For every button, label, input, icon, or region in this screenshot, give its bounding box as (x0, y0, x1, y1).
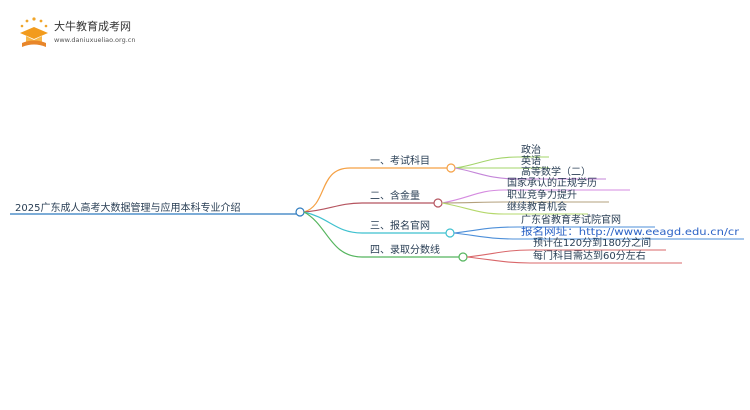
leaf-label: 政治 (521, 143, 541, 156)
leaf-label: 预计在120分到180分之间 (533, 236, 651, 249)
graduation-cap-book-icon (20, 17, 48, 47)
leaf-connector (441, 201, 505, 204)
logo: 大牛教育成考网 www.daniuxueliao.org.cn (16, 16, 156, 50)
branch-connector-1 (303, 167, 351, 213)
leaf-label: 继续教育机会 (507, 200, 567, 213)
leaf-connector (453, 232, 519, 240)
root-node (295, 207, 305, 217)
branch-node-2 (433, 198, 443, 208)
leaf-connector (454, 156, 519, 169)
branch-node-1 (446, 163, 456, 173)
leaf-connector (441, 202, 505, 215)
logo-subtitle: www.daniuxueliao.org.cn (54, 36, 136, 44)
leaf-connector (454, 167, 519, 180)
branch-label-2: 二、含金量 (370, 189, 420, 202)
leaf-label: 高等数学（二） (521, 165, 591, 178)
branch-label-4: 四、录取分数线 (370, 243, 440, 256)
leaf-connector (466, 249, 531, 258)
branch-label-1: 一、考试科目 (370, 154, 430, 167)
branch-connector-4 (303, 211, 363, 258)
leaf-label: 报名网址：http://www.eeagd.edu.cn/cr (521, 225, 740, 238)
leaf-label: 国家承认的正规学历 (507, 176, 597, 189)
branch-node-3 (445, 228, 455, 238)
leaf-connector (453, 226, 519, 234)
leaf-label: 广东省教育考试院官网 (521, 213, 621, 226)
branch-connector-3 (303, 211, 363, 234)
leaf-label: 英语 (521, 154, 541, 167)
branch-connector-2 (303, 202, 363, 213)
leaf-connector (441, 189, 505, 204)
logo-title: 大牛教育成考网 (54, 20, 131, 33)
branch-label-3: 三、报名官网 (370, 219, 430, 232)
branch-node-4 (458, 252, 468, 262)
root-label: 2025广东成人高考大数据管理与应用本科专业介绍 (15, 201, 240, 214)
leaf-label: 职业竞争力提升 (507, 188, 577, 201)
leaf-connector (466, 256, 531, 264)
leaf-label: 每门科目需达到60分左右 (533, 249, 646, 262)
